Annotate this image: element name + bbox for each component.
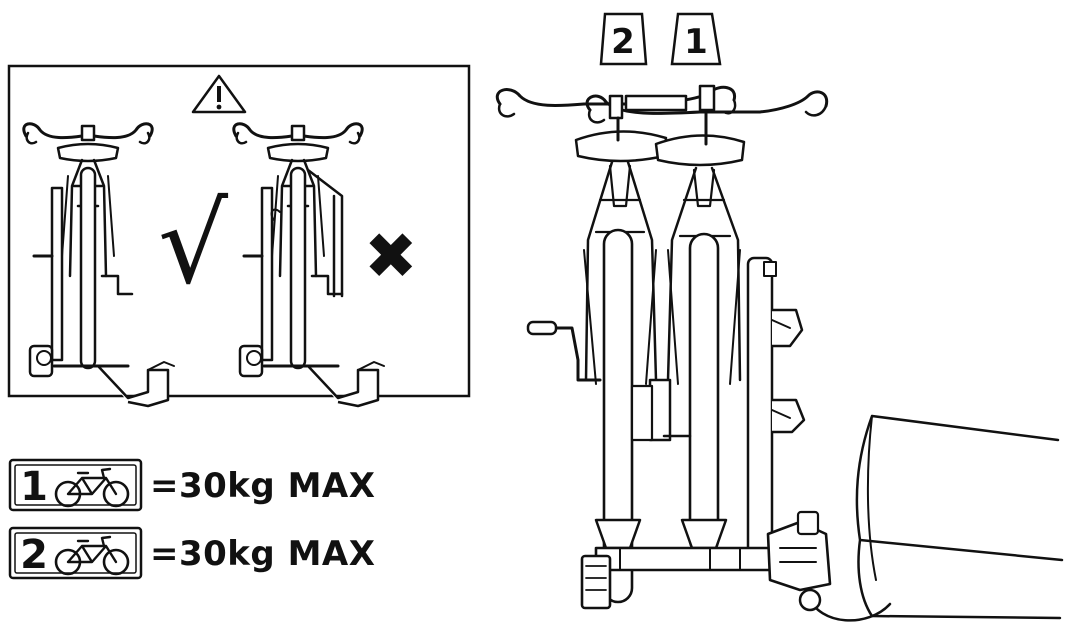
weight-row-number: 1	[20, 464, 48, 510]
wheel-holder-arm	[746, 256, 806, 560]
bike-carrier-illustration	[496, 84, 1064, 622]
car-rear	[806, 414, 1064, 622]
warning-inset-panel: √ ✖	[7, 64, 471, 408]
incorrect-cross-mark: ✖	[364, 220, 418, 294]
handlebars	[496, 84, 829, 124]
weight-limit-row-1: 1	[8, 458, 143, 512]
bike-position-marker-1: 1	[670, 12, 722, 66]
correct-checkmark: √	[158, 180, 229, 308]
crank-handle	[526, 320, 602, 382]
incorrect-mounting-illustration	[232, 122, 386, 408]
weight-row-number: 2	[20, 532, 48, 578]
carrier-mast	[630, 378, 692, 442]
bike-position-2	[583, 160, 658, 604]
carrier-base	[580, 546, 794, 610]
bike-position-marker-2: 2	[599, 12, 648, 66]
bike-position-1	[666, 166, 742, 556]
tow-ball-coupler	[766, 510, 832, 612]
warning-triangle-icon	[191, 74, 247, 114]
saddles	[574, 112, 746, 167]
weight-limit-text-2: =30kg MAX	[150, 534, 376, 574]
bike-position-number: 2	[611, 22, 635, 62]
weight-limit-text-1: =30kg MAX	[150, 466, 376, 506]
weight-limit-row-2: 2	[8, 526, 143, 580]
bike-position-number: 1	[684, 22, 708, 62]
